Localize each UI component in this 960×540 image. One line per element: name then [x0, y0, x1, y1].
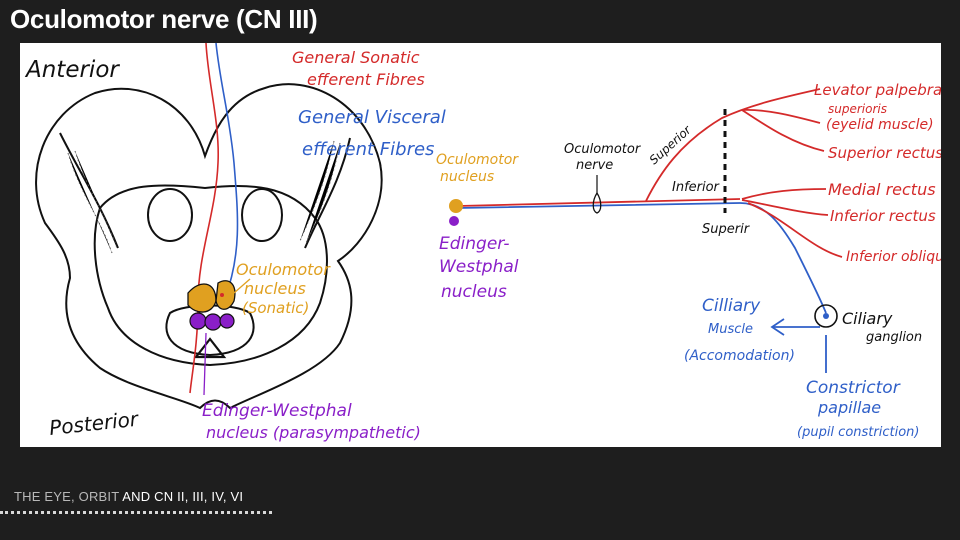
diagram-canvas: Anterior Posterior General Sonatic effer… — [20, 43, 941, 447]
superior-lower-label: Superir — [702, 222, 751, 237]
om-nucleus-pathway-label-2: nucleus — [440, 169, 494, 185]
ew-label-line-1: Edinger-Westphal — [202, 401, 352, 421]
om-nucleus-pointer — [233, 278, 251, 294]
ew-pointer — [203, 332, 207, 396]
posterior-label: Posterior — [48, 407, 141, 440]
anterior-label: Anterior — [24, 57, 120, 83]
somatic-label-line-1: General Sonatic — [292, 48, 420, 67]
ew-pathway-label-2: Westphal — [439, 257, 519, 277]
nucleus-dot — [220, 293, 224, 297]
substantia-nigra — [67, 140, 341, 254]
ciliary-muscle-arrow — [770, 318, 785, 336]
edinger-westphal-left — [189, 312, 207, 330]
oculomotor-nucleus-right-blob — [215, 280, 236, 310]
somatic-label-line-2: efferent Fibres — [307, 70, 425, 89]
ciliary-muscle-label-1: Cilliary — [702, 296, 761, 316]
footer-part-1: THE EYE, ORBIT — [14, 489, 120, 504]
ew-pathway-label-1: Edinger- — [439, 234, 509, 254]
footer-part-2: AND CN II, III, IV, VI — [122, 489, 244, 504]
oculomotor-nucleus-dot — [449, 199, 463, 213]
footer-dotted-rule — [0, 511, 272, 514]
inferior-rectus-branch — [741, 199, 829, 216]
red-nucleus-right — [241, 188, 283, 242]
oculomotor-diagram: Anterior Posterior General Sonatic effer… — [24, 43, 941, 442]
nerve-tick — [592, 192, 602, 214]
edinger-westphal-right2 — [219, 313, 235, 329]
superior-division — [645, 88, 821, 202]
om-nucleus-label-line-2: nucleus — [244, 279, 306, 298]
ew-label-line-2: nucleus (parasympathetic) — [206, 423, 421, 442]
nerve-label-2: nerve — [576, 158, 613, 173]
inferior-oblique-label: Inferior oblique — [846, 249, 941, 265]
edinger-westphal-dot — [449, 216, 459, 226]
superior-rectus-branch — [741, 109, 825, 152]
midbrain-outline — [35, 83, 383, 410]
oculomotor-nucleus-section — [187, 278, 251, 396]
ciliary-muscle-label-2: Muscle — [708, 322, 753, 337]
medial-rectus-label: Medial rectus — [828, 180, 936, 199]
crus-left-edge — [59, 132, 119, 249]
slide-title: Oculomotor nerve (CN III) — [10, 4, 318, 34]
inferior-division-label: Inferior — [672, 180, 721, 195]
lps-label-2: superioris — [828, 102, 887, 116]
ciliary-ganglion-label-2: ganglion — [866, 330, 922, 345]
lps-branch — [741, 109, 821, 124]
nerve-pathway — [457, 88, 843, 373]
midbrain-cross-section — [35, 83, 383, 410]
edinger-westphal-right — [204, 313, 222, 331]
ciliary-ganglion — [814, 304, 838, 328]
lps-label-1: Levator palpebrae — [814, 81, 941, 99]
om-nucleus-pathway-label-1: Oculomotor — [436, 152, 519, 168]
course-footer: THE EYE, ORBIT AND CN II, III, IV, VI — [14, 489, 243, 504]
visceral-label-line-1: General Visceral — [298, 107, 446, 128]
medial-rectus-branch — [741, 188, 827, 200]
superior-rectus-label: Superior rectus — [828, 144, 941, 162]
somatic-trunk — [457, 198, 741, 207]
visceral-label-line-2: efferent Fibres — [302, 139, 434, 160]
lps-label-3: (eyelid muscle) — [826, 117, 934, 133]
ciliary-ganglion-label-1: Ciliary — [842, 309, 893, 328]
nerve-label-1: Oculomotor — [564, 142, 642, 157]
ciliary-muscle-label-3: (Accomodation) — [684, 348, 795, 364]
aqueduct-triangle — [193, 337, 227, 359]
inferior-oblique-branch — [747, 202, 843, 258]
constrictor-label-1: Constrictor — [806, 378, 901, 398]
tegmentum-outline — [93, 184, 328, 367]
ew-pathway-label-3: nucleus — [441, 282, 507, 302]
aqueduct-region — [165, 304, 255, 357]
crus-right-edge — [304, 137, 351, 249]
om-nucleus-label-line-1: Oculomotor — [236, 260, 331, 279]
somatic-fibre-line — [189, 43, 220, 394]
visceral-fibre-line — [215, 43, 239, 299]
red-nucleus-left — [147, 188, 193, 242]
constrictor-label-3: (pupil constriction) — [797, 425, 919, 440]
constrictor-label-2: papillae — [817, 398, 881, 417]
inferior-rectus-label: Inferior rectus — [830, 207, 936, 225]
om-nucleus-label-line-3: (Sonatic) — [242, 299, 309, 317]
ciliary-ganglion-core — [823, 313, 829, 319]
ciliary-ganglion-circle — [814, 304, 838, 328]
oculomotor-nucleus-left-blob — [187, 283, 217, 313]
